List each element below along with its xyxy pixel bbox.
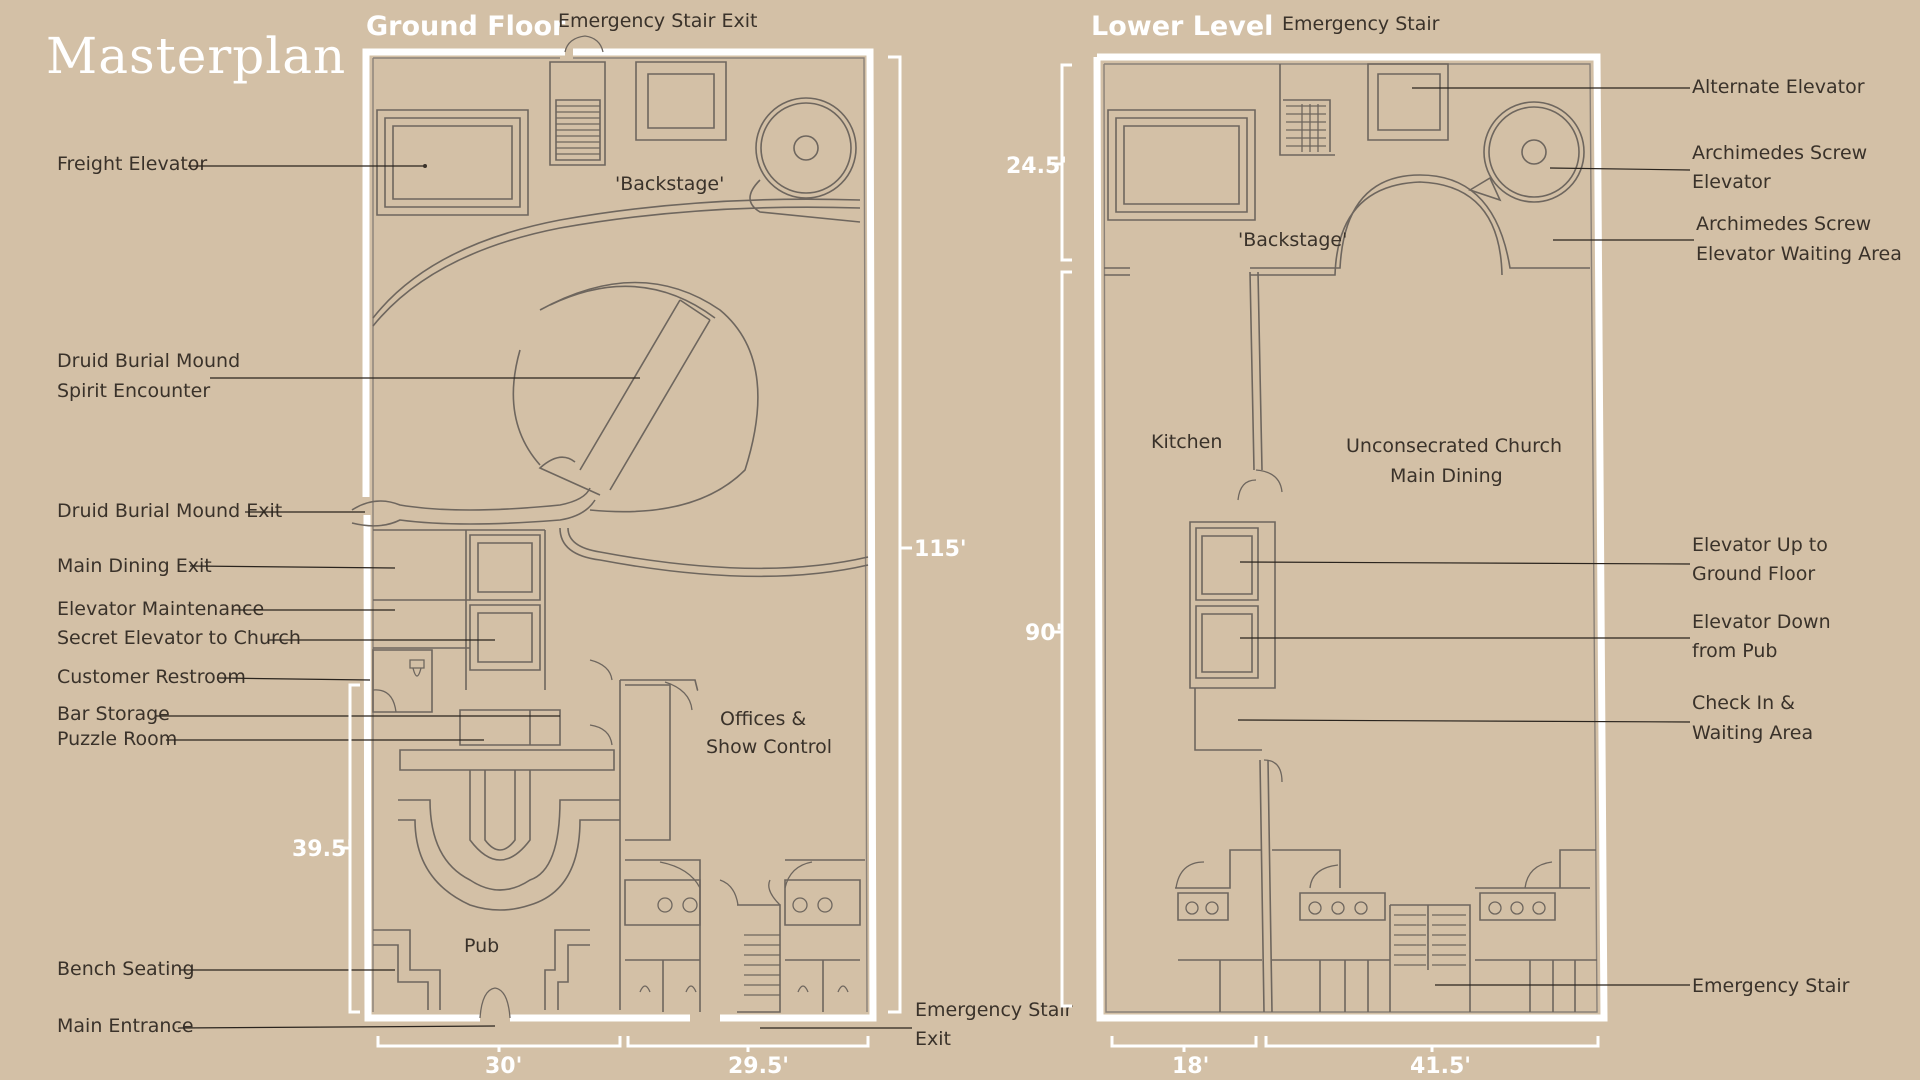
- callout-check-in-2: Waiting Area: [1692, 722, 1813, 744]
- callout-elevator-up-1: Elevator Up to: [1692, 534, 1828, 556]
- callout-alternate-elevator: Alternate Elevator: [1692, 76, 1865, 98]
- offices-label-1: Offices &: [720, 708, 806, 730]
- lower-dimensions: 24.5' 90' 18' 41.5': [1006, 63, 1600, 1079]
- ground-backstage-label: 'Backstage': [615, 173, 724, 195]
- dim-ground-width-right: 29.5': [728, 1054, 789, 1079]
- dim-ground-height: 115': [914, 537, 967, 562]
- callout-screw-waiting-1: Archimedes Screw: [1696, 213, 1871, 235]
- callout-main-dining-exit: Main Dining Exit: [57, 555, 212, 577]
- callout-main-entrance: Main Entrance: [57, 1015, 194, 1037]
- callout-bench-seating: Bench Seating: [57, 958, 195, 980]
- lower-backstage-label: 'Backstage': [1238, 229, 1347, 251]
- masterplan-title: Masterplan: [46, 27, 346, 85]
- callout-secret-elevator: Secret Elevator to Church: [57, 627, 301, 649]
- ground-floor-title: Ground Floor: [366, 11, 566, 42]
- callout-emergency-stair-exit-1: Emergency Stair: [915, 999, 1073, 1021]
- callout-freight-elevator: Freight Elevator: [57, 153, 207, 175]
- dim-lower-height: 90': [1025, 621, 1062, 646]
- callout-puzzle-room: Puzzle Room: [57, 728, 177, 750]
- pub-label: Pub: [464, 935, 499, 957]
- callout-check-in-1: Check In &: [1692, 692, 1795, 714]
- callout-druid-mound-exit: Druid Burial Mound Exit: [57, 500, 282, 522]
- church-label-1: Unconsecrated Church: [1346, 435, 1562, 457]
- callout-druid-mound-1: Druid Burial Mound: [57, 350, 240, 372]
- church-label-2: Main Dining: [1390, 465, 1503, 487]
- callout-screw-waiting-2: Elevator Waiting Area: [1696, 243, 1902, 265]
- lower-callouts: Alternate Elevator Archimedes Screw Elev…: [1237, 76, 1902, 997]
- callout-lower-emergency-stair: Emergency Stair: [1692, 975, 1850, 997]
- ground-dimensions: 115' 39.5' 30' 29.5': [292, 55, 967, 1079]
- dim-ground-pub-height: 39.5': [292, 837, 353, 862]
- callout-screw-elevator-1: Archimedes Screw: [1692, 142, 1867, 164]
- lower-level-title: Lower Level: [1091, 11, 1273, 42]
- dim-lower-top-height: 24.5': [1006, 154, 1067, 179]
- lower-emergency-stair-label: Emergency Stair: [1282, 13, 1440, 35]
- dim-lower-width-right: 41.5': [1410, 1054, 1471, 1079]
- lower-level-plan: [1093, 53, 1608, 1022]
- ground-floor-plan: [351, 35, 877, 1022]
- callout-customer-restroom: Customer Restroom: [57, 666, 246, 688]
- ground-callouts: Freight Elevator Druid Burial Mound Spir…: [57, 153, 1073, 1050]
- offices-label-2: Show Control: [706, 736, 832, 758]
- dim-ground-width-left: 30': [485, 1054, 522, 1079]
- callout-elevator-down-2: from Pub: [1692, 640, 1777, 662]
- callout-emergency-stair-exit-2: Exit: [915, 1028, 951, 1050]
- kitchen-label: Kitchen: [1151, 431, 1222, 453]
- ground-emergency-stair-exit-label: Emergency Stair Exit: [558, 10, 757, 32]
- callout-bar-storage: Bar Storage: [57, 703, 170, 725]
- callout-elevator-down-1: Elevator Down: [1692, 611, 1831, 633]
- callout-elevator-maintenance: Elevator Maintenance: [57, 598, 264, 620]
- callout-elevator-up-2: Ground Floor: [1692, 563, 1815, 585]
- callout-screw-elevator-2: Elevator: [1692, 171, 1771, 193]
- callout-druid-mound-2: Spirit Encounter: [57, 380, 210, 402]
- dim-lower-width-left: 18': [1172, 1054, 1209, 1079]
